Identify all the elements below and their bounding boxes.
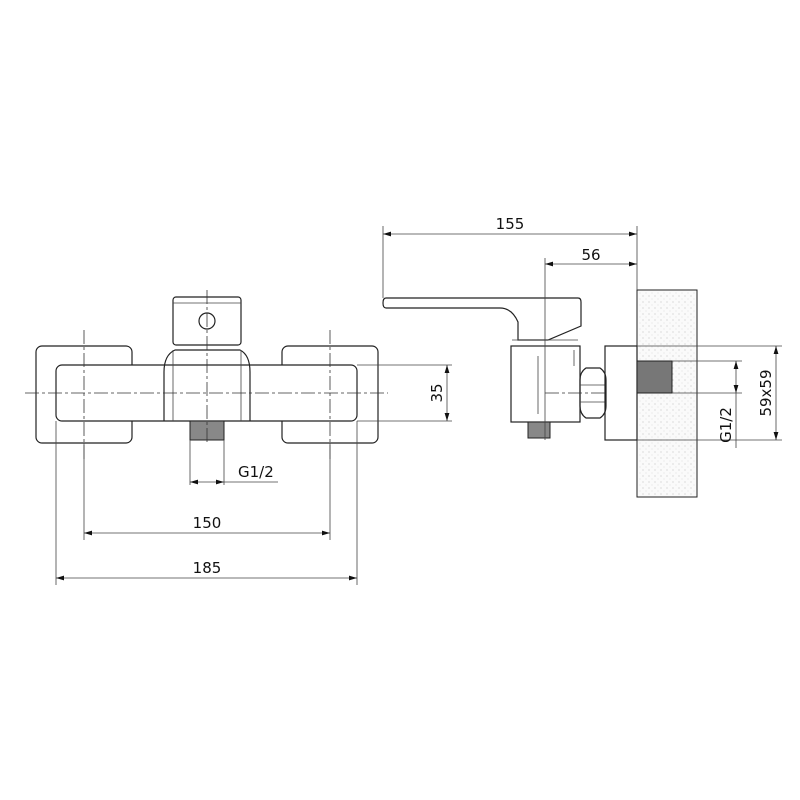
valve-center bbox=[163, 349, 251, 421]
dim-plate-label: 59x59 bbox=[757, 369, 775, 416]
side-view: 155 56 59x59 G1/2 bbox=[382, 215, 782, 498]
dim-overall-label: 185 bbox=[193, 559, 222, 577]
dim-height-label: 35 bbox=[428, 383, 446, 402]
dim-thread-label: G1/2 bbox=[238, 463, 274, 481]
wall-thread bbox=[636, 360, 673, 394]
dim-handle-offset-label: 56 bbox=[581, 246, 600, 264]
dim-centers-label: 150 bbox=[193, 514, 222, 532]
front-view: 35 G1/2 150 185 bbox=[25, 290, 452, 585]
dim-wall-thread-label: G1/2 bbox=[717, 407, 735, 443]
wall-plate bbox=[604, 345, 638, 441]
lever-handle bbox=[382, 297, 582, 341]
valve-body-side bbox=[510, 345, 581, 423]
outlet-thread-side bbox=[527, 421, 551, 439]
dim-depth-label: 155 bbox=[496, 215, 525, 233]
